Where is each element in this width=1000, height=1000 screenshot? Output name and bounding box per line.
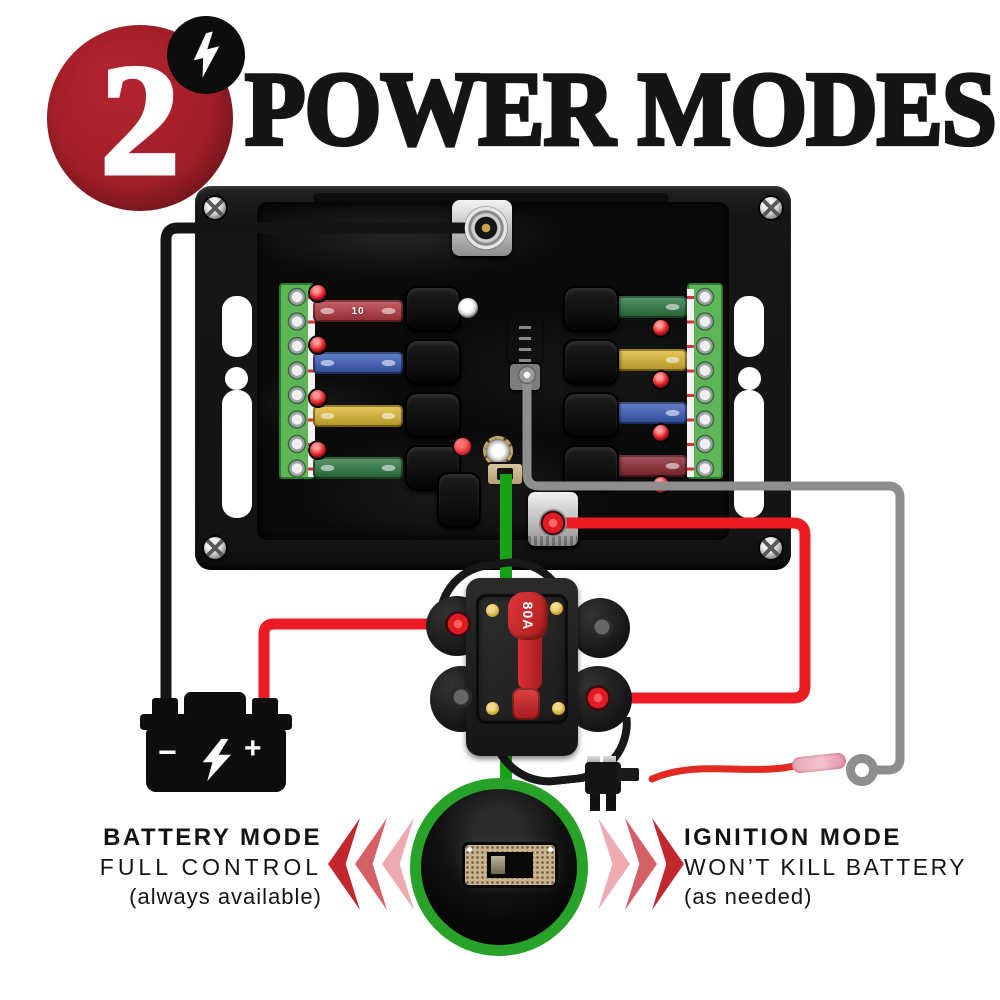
led-indicator xyxy=(653,372,669,388)
breaker-screw xyxy=(486,604,499,617)
fuse-tap-pigtail xyxy=(648,760,806,783)
reset-button xyxy=(512,688,540,720)
fuse-blue xyxy=(313,352,403,374)
fuse-box: 10 xyxy=(195,186,791,570)
breaker-output-wire xyxy=(550,517,811,704)
terminal-block-right xyxy=(687,283,723,479)
ignition-mode-note: (as needed) xyxy=(684,884,813,909)
terminal-sticker xyxy=(687,289,694,477)
led-indicator xyxy=(310,285,326,301)
mode-switch-closeup xyxy=(410,778,588,956)
ignition-sense-wire xyxy=(522,367,905,775)
breaker-rating-label: 80A xyxy=(520,601,536,631)
fuse-holder xyxy=(405,339,461,385)
lightning-icon xyxy=(193,31,220,78)
page-title: POWER MODES xyxy=(243,50,999,170)
breaker-input-terminal xyxy=(445,611,471,637)
corner-screw xyxy=(204,537,226,559)
fuse-holder xyxy=(563,392,619,438)
battery-terminal-neg xyxy=(152,698,178,718)
fuse-dark-red xyxy=(597,455,687,477)
screw-glint xyxy=(467,847,472,852)
fuse-tap-contact xyxy=(587,756,600,767)
battery-plus: + xyxy=(244,732,262,765)
fuse-green xyxy=(313,457,403,479)
mount-hole xyxy=(591,616,613,638)
battery-icon: − + xyxy=(140,690,292,796)
breaker-screw xyxy=(552,702,565,715)
fuse-green xyxy=(597,296,687,318)
breaker-lever-head xyxy=(508,592,548,640)
lightning-badge xyxy=(167,16,245,94)
fuse-holder xyxy=(563,286,619,332)
battery-mode-note: (always available) xyxy=(129,884,322,909)
battery-minus: − xyxy=(158,734,177,770)
battery-lid xyxy=(140,714,292,730)
circuit-breaker: 80A xyxy=(426,550,637,792)
fuse-tap-contact xyxy=(603,756,616,767)
fuse-tap-arm xyxy=(617,768,639,781)
chevron-right-icon xyxy=(598,818,630,910)
ring-terminal xyxy=(846,754,878,786)
mount-slot xyxy=(734,296,764,357)
ignition-mode-subtitle: WON’T KILL BATTERY xyxy=(684,854,968,880)
led-indicator xyxy=(653,320,669,336)
slide-switch-plate xyxy=(465,845,555,885)
screw-glint xyxy=(548,847,553,852)
switch-tab xyxy=(491,856,505,874)
chevrons-left xyxy=(328,818,416,910)
chevron-left-icon xyxy=(382,818,414,910)
terminal-sticker xyxy=(308,289,315,477)
fuse-tap xyxy=(585,750,665,812)
fuse-red: 10 xyxy=(313,300,403,322)
slide-switch xyxy=(487,852,533,878)
fuse-tap-blade xyxy=(606,794,616,811)
mount-hole xyxy=(738,367,761,390)
status-led xyxy=(458,298,478,318)
fuse-yellow xyxy=(313,405,403,427)
dc-jack-barrel xyxy=(464,206,508,250)
mount-hole xyxy=(225,367,248,390)
terminal-block-left xyxy=(279,283,315,479)
frame-slot xyxy=(313,193,669,203)
mount-hole xyxy=(734,390,764,518)
connector-dot xyxy=(518,366,536,384)
mount-slot xyxy=(222,390,252,518)
battery-mode-label: BATTERY MODE FULL CONTROL (always availa… xyxy=(40,823,322,912)
led-indicator xyxy=(310,390,326,406)
led-indicator xyxy=(310,442,326,458)
fuse-holder xyxy=(563,339,619,385)
battery-terminal-pos xyxy=(252,698,278,718)
breaker-screw xyxy=(550,602,563,615)
corner-screw xyxy=(760,197,782,219)
ignition-mode-title: IGNITION MODE xyxy=(684,824,902,851)
fuse-holder xyxy=(405,392,461,438)
battery-bolt-icon xyxy=(202,738,231,782)
battery-mode-title: BATTERY MODE xyxy=(103,824,322,851)
fuse-blue xyxy=(597,402,687,424)
chevrons-right xyxy=(598,818,686,910)
fuse-holder xyxy=(437,472,481,528)
led-indicator xyxy=(653,425,669,441)
fuse-yellow xyxy=(597,349,687,371)
pin-connector xyxy=(508,316,542,362)
battery-mode-subtitle: FULL CONTROL xyxy=(99,854,322,880)
battery-positive-wire xyxy=(258,618,478,708)
test-button xyxy=(454,438,471,455)
corner-screw xyxy=(760,537,782,559)
fuse-amp-label: 10 xyxy=(351,305,365,317)
breaker-screw xyxy=(486,702,499,715)
mount-hole xyxy=(450,686,472,708)
fuse-tap-blade xyxy=(590,794,600,811)
stud-terminal-dot xyxy=(539,509,567,537)
mount-slot xyxy=(222,296,252,357)
led-indicator xyxy=(310,337,326,353)
fuse-tap-body xyxy=(585,762,621,794)
ignition-mode-label: IGNITION MODE WON’T KILL BATTERY (as nee… xyxy=(684,823,994,912)
corner-screw xyxy=(204,197,226,219)
breaker-output-terminal xyxy=(585,685,611,711)
battery-negative-wire xyxy=(160,222,493,708)
